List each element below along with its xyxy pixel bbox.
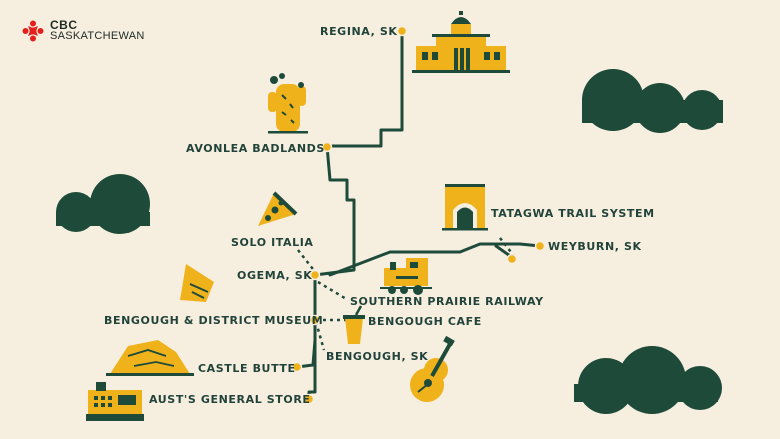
cloud-bottom-right-icon (574, 346, 722, 414)
rock-arch-icon (442, 184, 488, 231)
arrowhead-icon (180, 264, 214, 302)
route-line (295, 29, 542, 400)
label-museum[interactable]: BENGOUGH & DISTRICT MUSEUM (104, 314, 324, 327)
label-tatagwa[interactable]: TATAGWA TRAIL SYSTEM (491, 207, 655, 220)
marker-ogema[interactable] (309, 269, 321, 281)
cash-register-icon (86, 382, 144, 421)
cloud-left-icon (56, 174, 150, 234)
label-castle-butte[interactable]: CASTLE BUTTE (198, 362, 296, 375)
cloud-top-right-icon (582, 69, 723, 133)
marker-tatagwa[interactable] (506, 253, 518, 265)
guitar-icon (410, 335, 455, 402)
steam-train-icon (380, 258, 432, 295)
label-cafe[interactable]: BENGOUGH CAFE (368, 315, 482, 328)
label-ogema[interactable]: OGEMA, SK (237, 269, 313, 282)
label-avonlea[interactable]: AVONLEA BADLANDS (186, 142, 325, 155)
marker-castle[interactable] (291, 361, 303, 373)
marker-avonlea[interactable] (321, 141, 333, 153)
dotted-connectors (297, 237, 515, 351)
label-weyburn[interactable]: WEYBURN, SK (548, 240, 642, 253)
label-solo-italia[interactable]: SOLO ITALIA (231, 236, 314, 249)
marker-aust[interactable] (303, 393, 315, 405)
label-bengough[interactable]: BENGOUGH, SK (326, 350, 429, 363)
brand-region: SASKATCHEWAN (50, 30, 145, 42)
marker-regina[interactable] (396, 25, 408, 37)
legislature-building-icon (412, 11, 510, 73)
brand-cbc: CBC (50, 18, 78, 32)
pizza-slice-icon (258, 191, 298, 226)
marker-weyburn[interactable] (534, 240, 546, 252)
cbc-gem-icon (22, 20, 44, 42)
cactus-icon (268, 73, 308, 134)
cbc-brand: CBC SASKATCHEWAN (22, 18, 145, 42)
marker-museum[interactable] (309, 314, 321, 326)
butte-icon (106, 340, 194, 376)
label-regina[interactable]: REGINA, SK (320, 25, 398, 38)
label-railway[interactable]: SOUTHERN PRAIRIE RAILWAY (350, 295, 544, 308)
label-aust-store[interactable]: AUST'S GENERAL STORE (149, 393, 311, 406)
iced-drink-icon (343, 305, 365, 344)
